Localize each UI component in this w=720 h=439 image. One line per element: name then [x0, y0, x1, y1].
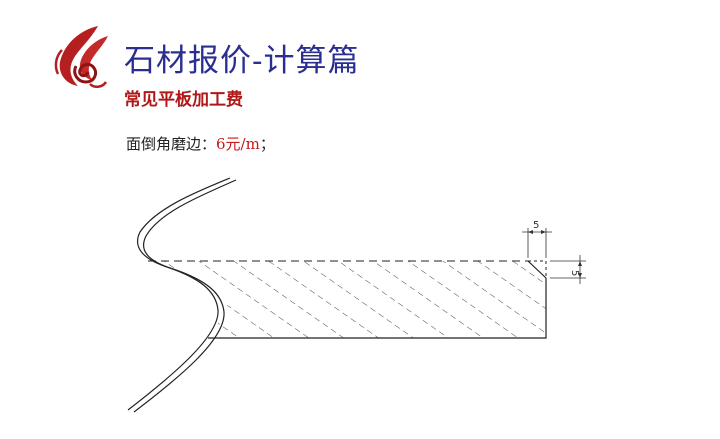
chamfer-edge — [527, 260, 547, 279]
horizontal-dimension: 5 — [522, 220, 552, 258]
vertical-dimension: 5 — [550, 255, 586, 284]
page-subtitle: 常见平板加工费 — [124, 90, 243, 110]
dimension-label-horizontal: 5 — [533, 220, 539, 231]
price-suffix: ； — [259, 135, 275, 153]
phoenix-logo — [54, 26, 108, 88]
page-title: 石材报价-计算篇 — [124, 43, 360, 79]
price-value: 6元/m — [216, 135, 260, 153]
break-curve — [133, 179, 237, 413]
slab-section — [148, 260, 547, 339]
price-label: 面倒角磨边： — [126, 135, 217, 153]
dimension-label-vertical: 5 — [569, 270, 580, 276]
price-line: 面倒角磨边：6元/m； — [126, 137, 275, 152]
